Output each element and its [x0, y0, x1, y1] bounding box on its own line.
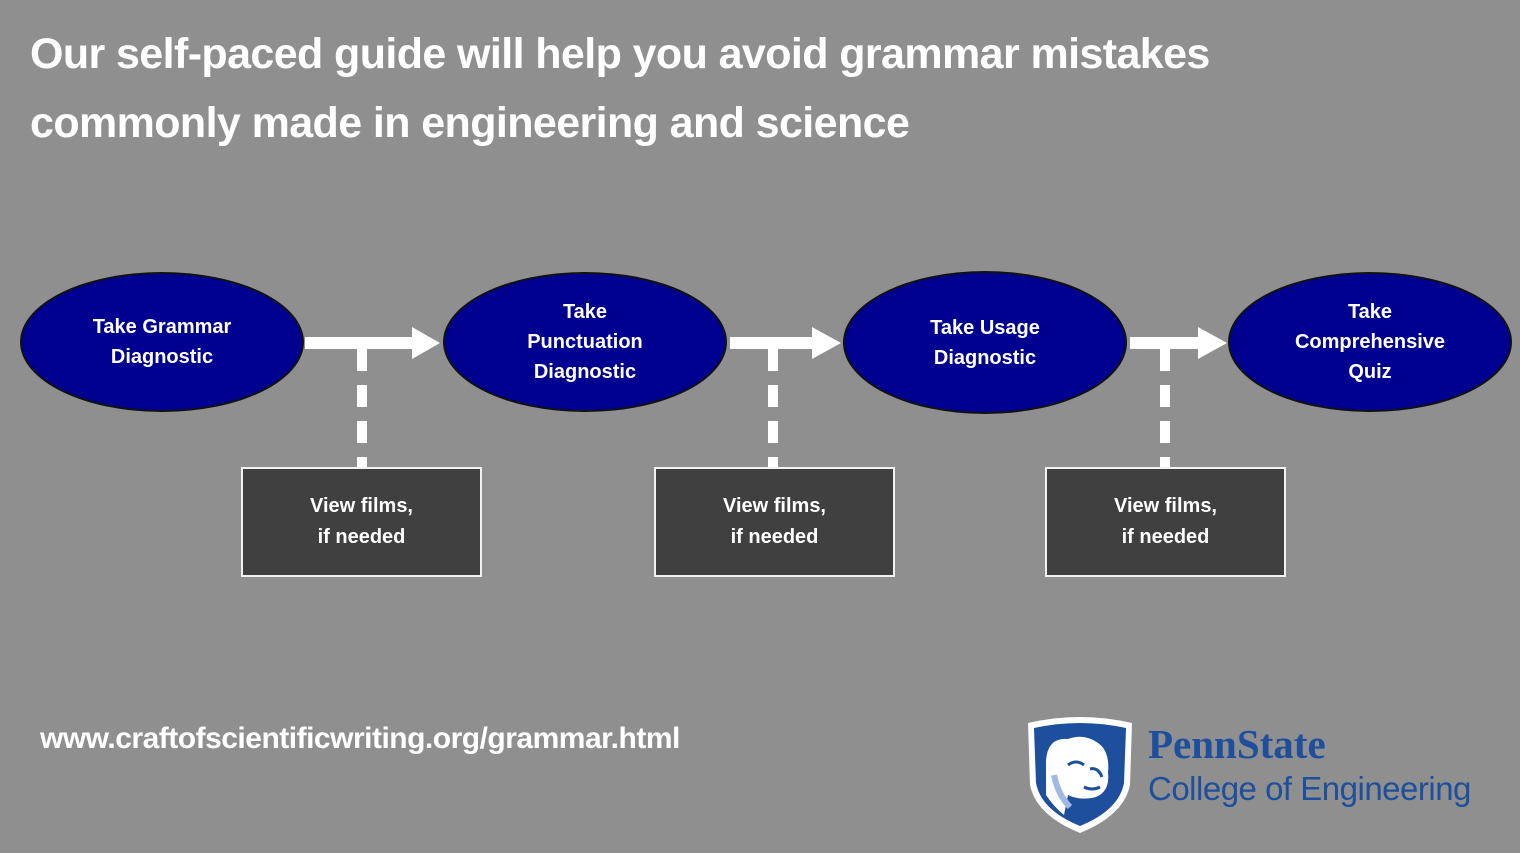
arrow-3 — [1130, 327, 1227, 359]
step-usage-diagnostic: Take Usage Diagnostic — [843, 271, 1127, 414]
step-label: Take Comprehensive Quiz — [1294, 301, 1446, 383]
box-label: View films, if needed — [1113, 495, 1217, 548]
arrow-1 — [305, 327, 440, 359]
view-films-box-2: View films, if needed — [654, 467, 895, 577]
box-label: View films, if needed — [722, 495, 826, 548]
college-of-engineering-label: College of Engineering — [1148, 770, 1471, 807]
title-line-1: Our self-paced guide will help you avoid… — [30, 30, 1210, 78]
step-label: Take Punctuation Diagnostic — [527, 301, 643, 383]
guide-url: www.craftofscientificwriting.org/grammar… — [40, 722, 680, 755]
arrow-2 — [730, 327, 841, 359]
view-films-box-1: View films, if needed — [241, 467, 482, 577]
view-films-box-3: View films, if needed — [1045, 467, 1286, 577]
nittany-lion-shield-icon — [1028, 717, 1132, 833]
box-label: View films, if needed — [309, 495, 413, 548]
step-grammar-diagnostic: Take Grammar Diagnostic — [20, 272, 304, 412]
step-comprehensive-quiz: Take Comprehensive Quiz — [1228, 272, 1512, 412]
slide-title: Our self-paced guide will help you avoid… — [30, 20, 1210, 158]
step-label: Take Grammar Diagnostic — [92, 316, 232, 368]
title-line-2: commonly made in engineering and science — [30, 99, 910, 147]
pennstate-wordmark: PennState — [1148, 721, 1326, 767]
step-label: Take Usage Diagnostic — [930, 316, 1040, 369]
step-punctuation-diagnostic: Take Punctuation Diagnostic — [443, 272, 727, 412]
